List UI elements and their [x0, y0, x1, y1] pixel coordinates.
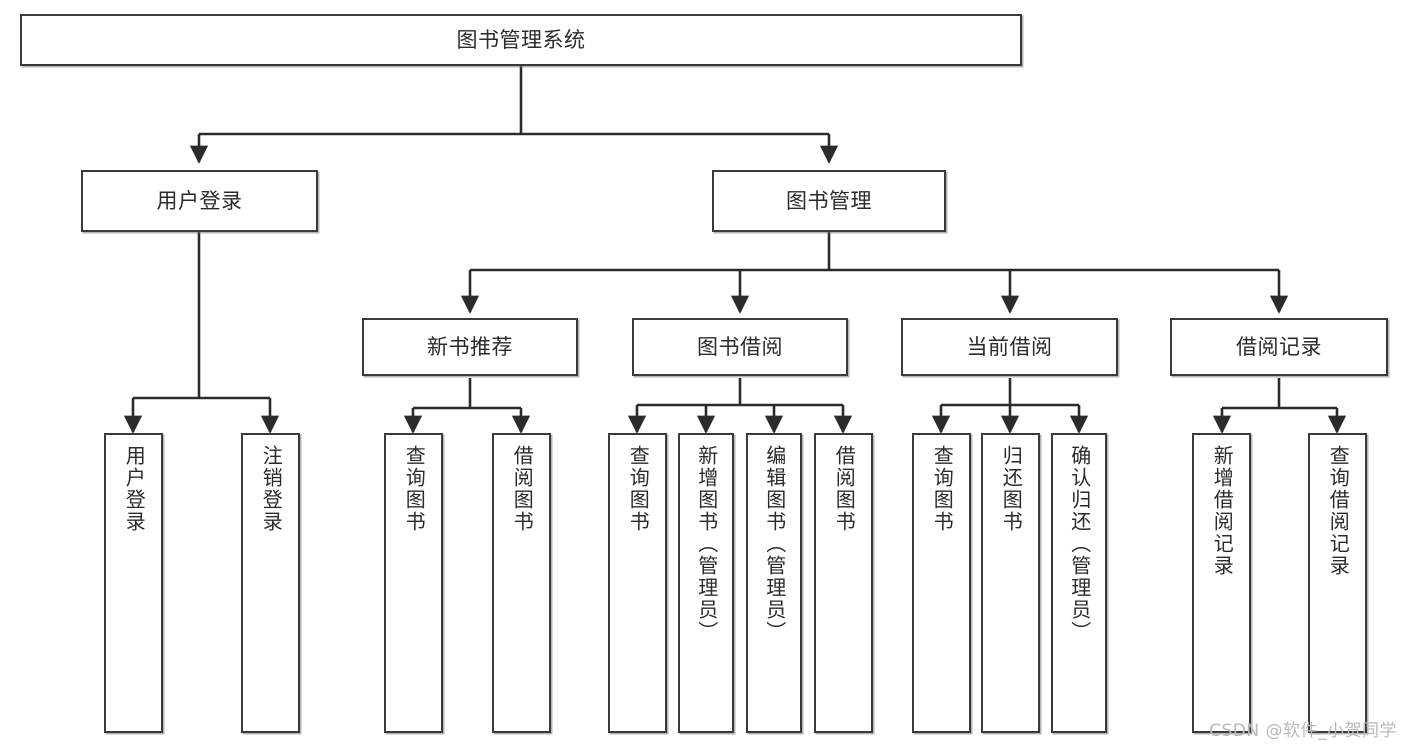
leaf-user-login-label: 用户登录: [122, 445, 147, 533]
node-borrow-record-label: 借阅记录: [1236, 334, 1322, 359]
leaf-query-book-recommend-label: 查询图书: [402, 445, 427, 533]
leaf-query-borrow-record[interactable]: 查询借阅记录: [1308, 433, 1367, 733]
leaf-logout[interactable]: 注销登录: [241, 433, 300, 733]
node-user-login[interactable]: 用户登录: [81, 170, 318, 232]
node-book-management-label: 图书管理: [786, 188, 872, 213]
leaf-confirm-return-admin[interactable]: 确认归还（管理员）: [1051, 433, 1107, 733]
leaf-add-borrow-record[interactable]: 新增借阅记录: [1192, 433, 1251, 733]
node-root-label: 图书管理系统: [456, 27, 586, 52]
leaf-borrow-book-label: 借阅图书: [832, 445, 857, 533]
leaf-add-book-admin-label: 新增图书（管理员）: [694, 445, 719, 643]
leaf-user-login[interactable]: 用户登录: [104, 433, 163, 733]
node-root[interactable]: 图书管理系统: [20, 14, 1022, 66]
leaf-borrow-book-recommend[interactable]: 借阅图书: [492, 433, 551, 733]
leaf-confirm-return-admin-label: 确认归还（管理员）: [1067, 445, 1092, 643]
node-book-borrow[interactable]: 图书借阅: [632, 318, 848, 376]
node-current-borrow[interactable]: 当前借阅: [901, 318, 1118, 376]
leaf-edit-book-admin-label: 编辑图书（管理员）: [762, 445, 787, 643]
leaf-return-book-label: 归还图书: [999, 445, 1024, 533]
leaf-borrow-book[interactable]: 借阅图书: [814, 433, 873, 733]
leaf-return-book[interactable]: 归还图书: [981, 433, 1040, 733]
leaf-query-book-current-label: 查询图书: [930, 445, 955, 533]
leaf-borrow-book-recommend-label: 借阅图书: [510, 445, 535, 533]
leaf-edit-book-admin[interactable]: 编辑图书（管理员）: [746, 433, 802, 733]
node-user-login-label: 用户登录: [156, 188, 243, 213]
leaf-query-book-borrow-label: 查询图书: [626, 445, 651, 533]
node-book-borrow-label: 图书借阅: [697, 334, 783, 359]
leaf-logout-label: 注销登录: [259, 445, 284, 533]
node-new-book-recommend-label: 新书推荐: [427, 334, 513, 359]
leaf-add-book-admin[interactable]: 新增图书（管理员）: [678, 433, 734, 733]
leaf-query-book-recommend[interactable]: 查询图书: [384, 433, 443, 733]
node-book-management[interactable]: 图书管理: [712, 170, 946, 232]
leaf-add-borrow-record-label: 新增借阅记录: [1210, 445, 1235, 577]
watermark-text: CSDN @软件_小贺同学: [1209, 721, 1397, 741]
node-borrow-record[interactable]: 借阅记录: [1170, 318, 1388, 376]
leaf-query-book-borrow[interactable]: 查询图书: [608, 433, 667, 733]
node-new-book-recommend[interactable]: 新书推荐: [362, 318, 578, 376]
leaf-query-book-current[interactable]: 查询图书: [912, 433, 971, 733]
node-current-borrow-label: 当前借阅: [966, 334, 1053, 359]
leaf-query-borrow-record-label: 查询借阅记录: [1326, 445, 1351, 577]
